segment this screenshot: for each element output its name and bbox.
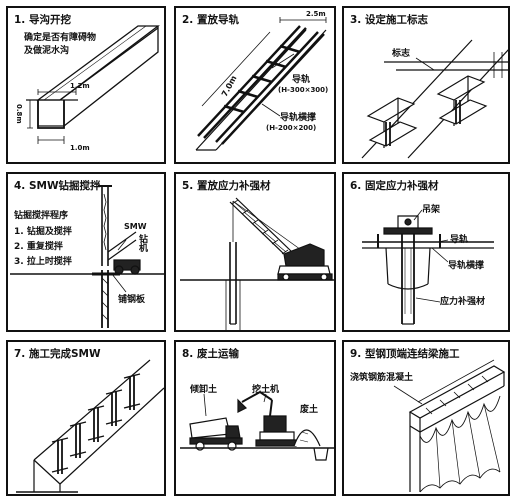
panel-8-spoil-transport: 8. 废土运输 倾卸土 挖土机 废土 xyxy=(174,340,336,496)
panel-8-label-dump: 倾卸土 xyxy=(190,385,218,395)
fixing-drawing xyxy=(362,209,494,325)
panel-5-title: 5. 置放应力补强材 xyxy=(182,180,271,192)
panel-6-label-rail: 导轨 xyxy=(450,235,469,245)
panel-6-title: 6. 固定应力补强材 xyxy=(350,180,439,192)
panel-8-label-excavator: 挖土机 xyxy=(252,385,280,395)
panel-4-steps-title: 钻掘搅拌程序 xyxy=(14,211,69,221)
panel-1-dim-width-top: 1.2m xyxy=(70,82,90,90)
panel-4-label-smw: SMW xyxy=(124,222,147,231)
panel-9-title: 9. 型钢顶端连结梁施工 xyxy=(350,348,460,360)
construction-mark-drawing xyxy=(361,39,508,159)
panel-8-label-spoil: 废土 xyxy=(300,405,319,415)
panel-1-dim-depth: 0.8m xyxy=(15,104,23,124)
panel-9-cap-beam: 9. 型钢顶端连结梁施工 浇筑钢筋混凝土 xyxy=(342,340,510,496)
spoil-transport-drawing xyxy=(180,390,334,461)
panel-9-label-concrete: 浇筑钢筋混凝土 xyxy=(350,373,414,383)
panel-2-title: 2. 置放导轨 xyxy=(182,14,239,26)
panel-4-smw-drilling: 4. SMW钻掘搅拌 钻掘搅拌程序 1. 钻掘及搅拌 2. 重复搅拌 3. 拉上… xyxy=(6,172,166,332)
panel-5-place-reinforcement: 5. 置放应力补强材 xyxy=(174,172,336,332)
panel-4-label-plate: 铺钢板 xyxy=(118,295,146,305)
panel-1-note-1: 确定是否有障碍物 xyxy=(24,33,97,43)
panel-1-title: 1. 导沟开挖 xyxy=(14,14,71,26)
panel-7-title: 7. 施工完成SMW xyxy=(14,348,101,360)
panel-6-label-reinforcement: 应力补强材 xyxy=(440,297,486,307)
smw-drill-drawing xyxy=(10,185,164,328)
panel-2-label-rail-spec: (H-300×300) xyxy=(278,86,329,94)
panel-2-label-brace-spec: (H-200×200) xyxy=(266,124,317,132)
panel-6-label-hanger: 吊架 xyxy=(422,205,441,215)
panel-2-guide-rail: 2. 置放导轨 2.5m 7.0m 导轨 (H-300×300) 导轨横撑 (H… xyxy=(174,6,336,164)
panel-1-dim-width-bottom: 1.0m xyxy=(70,144,90,152)
trench-drawing xyxy=(26,25,160,144)
panel-1-trench-excavation: 1. 导沟开挖 确定是否有障碍物 及做泥水沟 1.2m 0.8m 1.0m xyxy=(6,6,166,164)
panel-3-title: 3. 设定施工标志 xyxy=(350,14,428,26)
panel-4-step-3: 3. 拉上时搅拌 xyxy=(14,257,72,267)
panel-6-fix-reinforcement: 6. 固定应力补强材 吊架 导轨 导轨横撑 应力补强材 xyxy=(342,172,510,332)
panel-3-label-mark: 标志 xyxy=(392,49,411,59)
panel-8-title: 8. 废土运输 xyxy=(182,348,239,360)
completed-wall-drawing xyxy=(16,359,164,493)
cap-beam-drawing xyxy=(393,359,506,493)
panel-4-label-rig: 钻机 xyxy=(137,234,147,252)
panel-3-construction-mark: 3. 设定施工标志 标志 xyxy=(342,6,510,164)
panel-4-title: 4. SMW钻掘搅拌 xyxy=(14,180,101,192)
panel-4-step-1: 1. 钻掘及搅拌 xyxy=(14,227,72,237)
panel-2-dim-width: 2.5m xyxy=(306,10,326,18)
panel-6-label-brace: 导轨横撑 xyxy=(448,261,485,271)
guide-rail-drawing xyxy=(195,17,327,151)
panel-2-label-brace: 导轨横撑 xyxy=(280,113,317,123)
panel-2-label-rail: 导轨 xyxy=(292,75,311,85)
panel-1-note-2: 及做泥水沟 xyxy=(24,46,70,56)
panel-4-step-2: 2. 重复搅拌 xyxy=(14,242,63,252)
panel-7-smw-completed: 7. 施工完成SMW xyxy=(6,340,166,496)
crane-drawing xyxy=(180,197,334,330)
